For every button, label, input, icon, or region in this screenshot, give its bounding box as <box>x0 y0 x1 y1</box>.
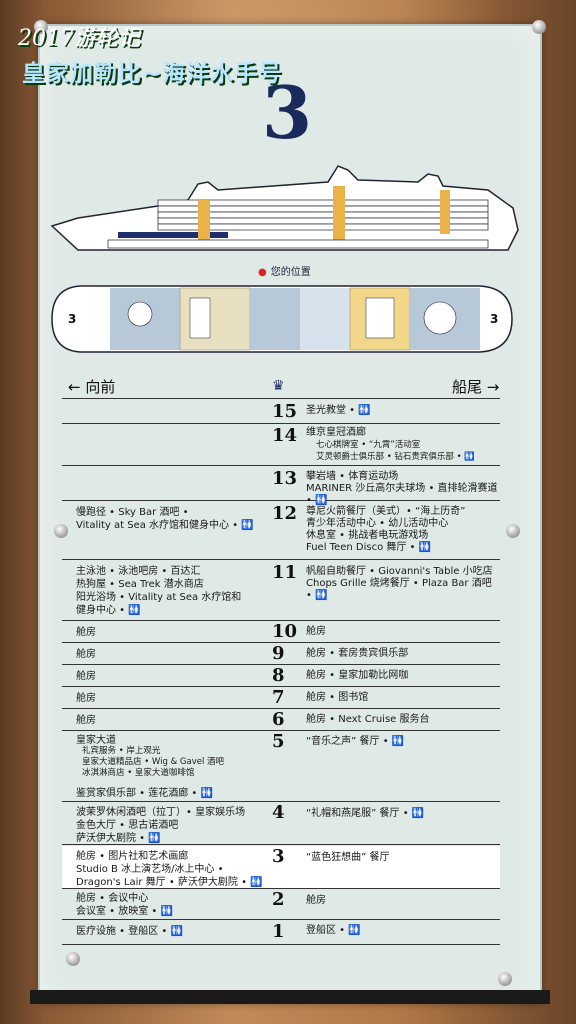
location-dot-icon: ● <box>258 267 267 278</box>
screw-icon <box>498 972 512 986</box>
forward-direction: ← 向前 <box>68 378 116 396</box>
deck-plan-map: 3 3 <box>51 285 513 353</box>
deck-row-7: 舱房 7 舱房 • 图书馆 <box>62 687 500 709</box>
map-end-label-aft: 3 <box>490 312 498 326</box>
deck-row-9: 舱房 9 舱房 • 套房贵宾俱乐部 <box>62 643 500 665</box>
deck-row-2: 舱房 • 会议中心 会议室 • 放映室 • 🚻 2 舱房 <box>62 889 500 920</box>
screw-icon <box>54 524 68 538</box>
deck-row-10: 舱房 10 舱房 <box>62 621 500 643</box>
screw-icon <box>34 20 48 34</box>
deck-row-8: 舱房 8 舱房 • 皇家加勒比网咖 <box>62 665 500 687</box>
deck-row-4: 波茉罗休闲酒吧（拉丁）• 皇家娱乐场 金色大厅 • 思古诺酒吧 萨沃伊大剧院 •… <box>62 802 500 845</box>
screw-icon <box>532 20 546 34</box>
deck-row-14: 14 维京皇冠酒廊 七心棋牌室 • “九霄”活动室 艾灵顿爵士俱乐部 • 钻石贵… <box>62 423 500 466</box>
screw-icon <box>506 524 520 538</box>
watermark-title: 2017游轮记 <box>18 26 140 51</box>
deck-row-13: 13 攀岩墙 • 体育运动场 MARINER 沙丘高尔夫球场 • 直排轮滑赛道 … <box>62 466 500 506</box>
arrow-right-icon: → <box>486 378 500 396</box>
sign-base-frame <box>30 990 550 1004</box>
aft-direction: 船尾 → <box>452 378 500 396</box>
deck-row-15: 15 圣光教堂 • 🚻 <box>62 398 500 424</box>
screw-icon <box>66 952 80 966</box>
watermark-subtitle: 皇家加勒比~海洋水手号 <box>22 61 283 87</box>
deck-row-5: 皇家大道 礼宾服务 • 岸上观光 皇家大道精品店 • Wig & Gavel 酒… <box>62 731 500 802</box>
deck-number-heading: 3 <box>262 70 313 155</box>
royal-caribbean-crown-icon: ♛ <box>272 378 285 394</box>
deck-row-12: 慢跑径 • Sky Bar 酒吧 • Vitality at Sea 水疗馆和健… <box>62 501 500 560</box>
deck-row-1: 医疗设施 • 登船区 • 🚻 1 登船区 • 🚻 <box>62 920 500 945</box>
arrow-left-icon: ← <box>68 378 81 396</box>
deck-row-3-current: 舱房 • 图片社和艺术画廊 Studio B 冰上演艺场/冰上中心 • Drag… <box>62 846 500 889</box>
deck-row-6: 舱房 6 舱房 • Next Cruise 服务台 <box>62 709 500 731</box>
you-are-here-label: ●您的位置 <box>258 267 311 278</box>
deck-row-11: 主泳池 • 泳池吧房 • 百达汇 热狗屋 • Sea Trek 潜水商店 阳光浴… <box>62 560 500 621</box>
map-end-label-fwd: 3 <box>68 312 76 326</box>
ship-side-profile <box>50 165 519 251</box>
